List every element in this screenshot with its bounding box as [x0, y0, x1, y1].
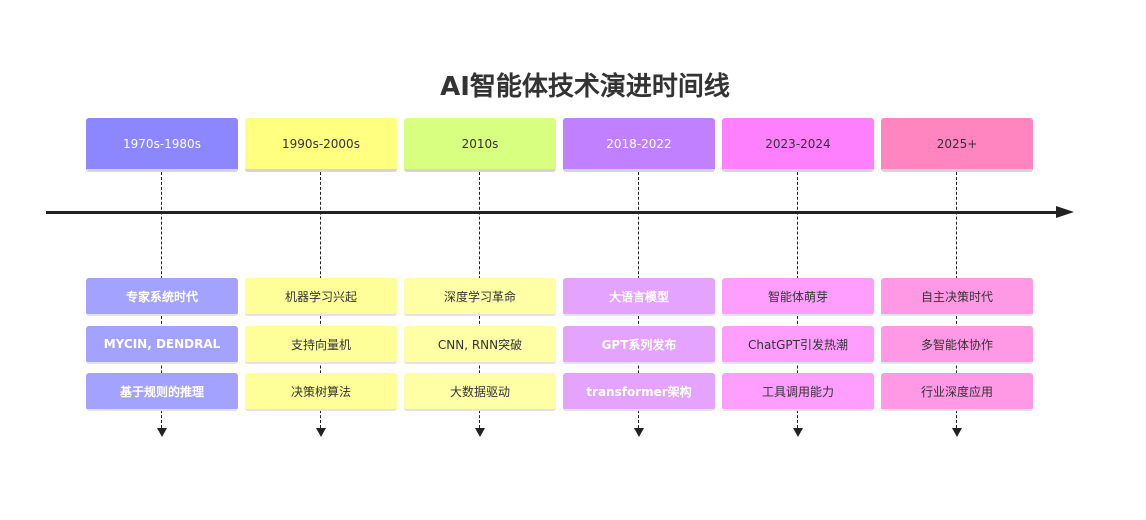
period-column: 2025+ 自主决策时代 多智能体协作 行业深度应用	[881, 0, 1033, 520]
connector-arrowhead	[475, 428, 485, 437]
connector-arrowhead	[952, 428, 962, 437]
event-box: GPT系列发布	[563, 326, 715, 364]
event-box: 专家系统时代	[86, 278, 238, 316]
timeline-axis-arrowhead	[1056, 206, 1074, 218]
period-box: 2010s	[404, 118, 556, 172]
event-box: ChatGPT引发热潮	[722, 326, 874, 364]
event-box: CNN, RNN突破	[404, 326, 556, 364]
event-box: 大语言模型	[563, 278, 715, 316]
period-column: 2010s 深度学习革命 CNN, RNN突破 大数据驱动	[404, 0, 556, 520]
period-box: 2023-2024	[722, 118, 874, 172]
event-box: 机器学习兴起	[245, 278, 397, 316]
event-box: 智能体萌芽	[722, 278, 874, 316]
event-box: 基于规则的推理	[86, 373, 238, 411]
event-box: 深度学习革命	[404, 278, 556, 316]
period-column: 1990s-2000s 机器学习兴起 支持向量机 决策树算法	[245, 0, 397, 520]
connector-arrowhead	[316, 428, 326, 437]
period-column: 2018-2022 大语言模型 GPT系列发布 transformer架构	[563, 0, 715, 520]
event-box: MYCIN, DENDRAL	[86, 326, 238, 364]
period-box: 1990s-2000s	[245, 118, 397, 172]
event-box: 决策树算法	[245, 373, 397, 411]
period-box: 2025+	[881, 118, 1033, 172]
connector-arrowhead	[157, 428, 167, 437]
event-box: 大数据驱动	[404, 373, 556, 411]
timeline-axis	[46, 211, 1058, 214]
connector-arrowhead	[634, 428, 644, 437]
event-box: 行业深度应用	[881, 373, 1033, 411]
period-column: 1970s-1980s 专家系统时代 MYCIN, DENDRAL 基于规则的推…	[86, 0, 238, 520]
event-box: 自主决策时代	[881, 278, 1033, 316]
period-box: 1970s-1980s	[86, 118, 238, 172]
event-box: 工具调用能力	[722, 373, 874, 411]
period-column: 2023-2024 智能体萌芽 ChatGPT引发热潮 工具调用能力	[722, 0, 874, 520]
event-box: 支持向量机	[245, 326, 397, 364]
event-box: transformer架构	[563, 373, 715, 411]
diagram-title: AI智能体技术演进时间线	[440, 72, 730, 102]
connector-arrowhead	[793, 428, 803, 437]
event-box: 多智能体协作	[881, 326, 1033, 364]
period-box: 2018-2022	[563, 118, 715, 172]
